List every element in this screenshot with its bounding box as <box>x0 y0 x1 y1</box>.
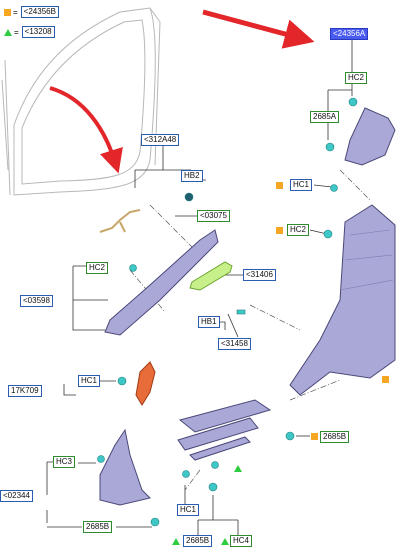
label-2685b-bottom[interactable]: 2685B <box>183 535 213 547</box>
orange-seal-part <box>135 361 156 406</box>
triangle-marker-icon <box>172 538 180 545</box>
clip-icon <box>150 517 160 527</box>
legend-square-ref[interactable]: <24356B <box>20 6 59 18</box>
square-marker-icon <box>311 433 318 440</box>
clip-icon <box>236 309 246 315</box>
clip-icon <box>285 431 295 441</box>
label-hc2-top[interactable]: HC2 <box>345 72 368 84</box>
label-hb1[interactable]: HB1 <box>198 316 220 328</box>
clip-icon <box>323 229 333 239</box>
ref-label-17k709[interactable]: 17K709 <box>8 385 42 397</box>
legend-equals: = <box>14 27 19 37</box>
clip-icon <box>325 142 335 152</box>
a-pillar-trim <box>104 229 219 336</box>
ref-label-31458[interactable]: <31458 <box>218 338 251 350</box>
legend-square-row: = <24356B <box>4 6 59 18</box>
ref-label-03075[interactable]: <03075 <box>197 210 230 222</box>
legend-equals: = <box>13 7 18 17</box>
square-legend-icon <box>4 8 11 16</box>
clip-icon <box>330 184 338 192</box>
clip-icon <box>129 264 137 272</box>
red-arrow-top <box>202 9 315 49</box>
triangle-legend-icon <box>4 28 12 36</box>
clip-icon <box>208 482 218 492</box>
clip-icon <box>117 376 127 386</box>
label-2685b-bottom-left[interactable]: 2685B <box>83 521 113 533</box>
label-hc2-left[interactable]: HC2 <box>86 262 109 274</box>
legend-triangle-ref[interactable]: <13208 <box>21 26 55 38</box>
clip-icon <box>348 97 358 107</box>
label-hc3[interactable]: HC3 <box>53 456 76 468</box>
b-pillar-lower-trim <box>289 204 396 396</box>
label-2685a[interactable]: 2685A <box>310 111 340 123</box>
kick-panel <box>99 428 151 506</box>
clips <box>97 97 358 527</box>
label-hc2-mid[interactable]: HC2 <box>287 224 310 236</box>
label-hc1-left[interactable]: HC1 <box>78 375 101 387</box>
label-2685b-right[interactable]: 2685B <box>320 431 350 443</box>
clip-icon <box>184 192 194 202</box>
clip-icon <box>182 470 190 478</box>
legend-triangle-row: = <13208 <box>4 26 55 38</box>
square-marker-icon <box>382 376 389 383</box>
green-bracket <box>189 261 233 291</box>
square-marker-icon <box>276 227 283 234</box>
label-hc1-bottom[interactable]: HC1 <box>177 504 200 516</box>
wire-harness <box>99 209 141 233</box>
upper-trim-panel <box>344 107 396 166</box>
triangle-marker-icon <box>234 465 242 472</box>
clip-icon <box>211 461 219 469</box>
label-hb2[interactable]: HB2 <box>181 170 203 182</box>
sill-plate-upper <box>178 399 272 433</box>
ref-label-03598[interactable]: <03598 <box>20 295 53 307</box>
sill-plate-lower <box>177 417 259 451</box>
ref-label-31406[interactable]: <31406 <box>243 269 276 281</box>
clip-icon <box>97 455 105 463</box>
ref-label-24356a[interactable]: <24356A <box>330 28 369 40</box>
triangle-marker-icon <box>221 538 229 545</box>
sill-plate-base <box>189 436 251 461</box>
red-arrow-left <box>49 86 123 174</box>
label-hc4[interactable]: HC4 <box>230 535 253 547</box>
square-marker-icon <box>276 182 283 189</box>
label-hc1-mid[interactable]: HC1 <box>290 179 313 191</box>
body-frame-sketch <box>1 7 161 196</box>
ref-label-02344[interactable]: <02344 <box>0 490 33 502</box>
ref-label-312a48[interactable]: <312A48 <box>141 134 180 146</box>
